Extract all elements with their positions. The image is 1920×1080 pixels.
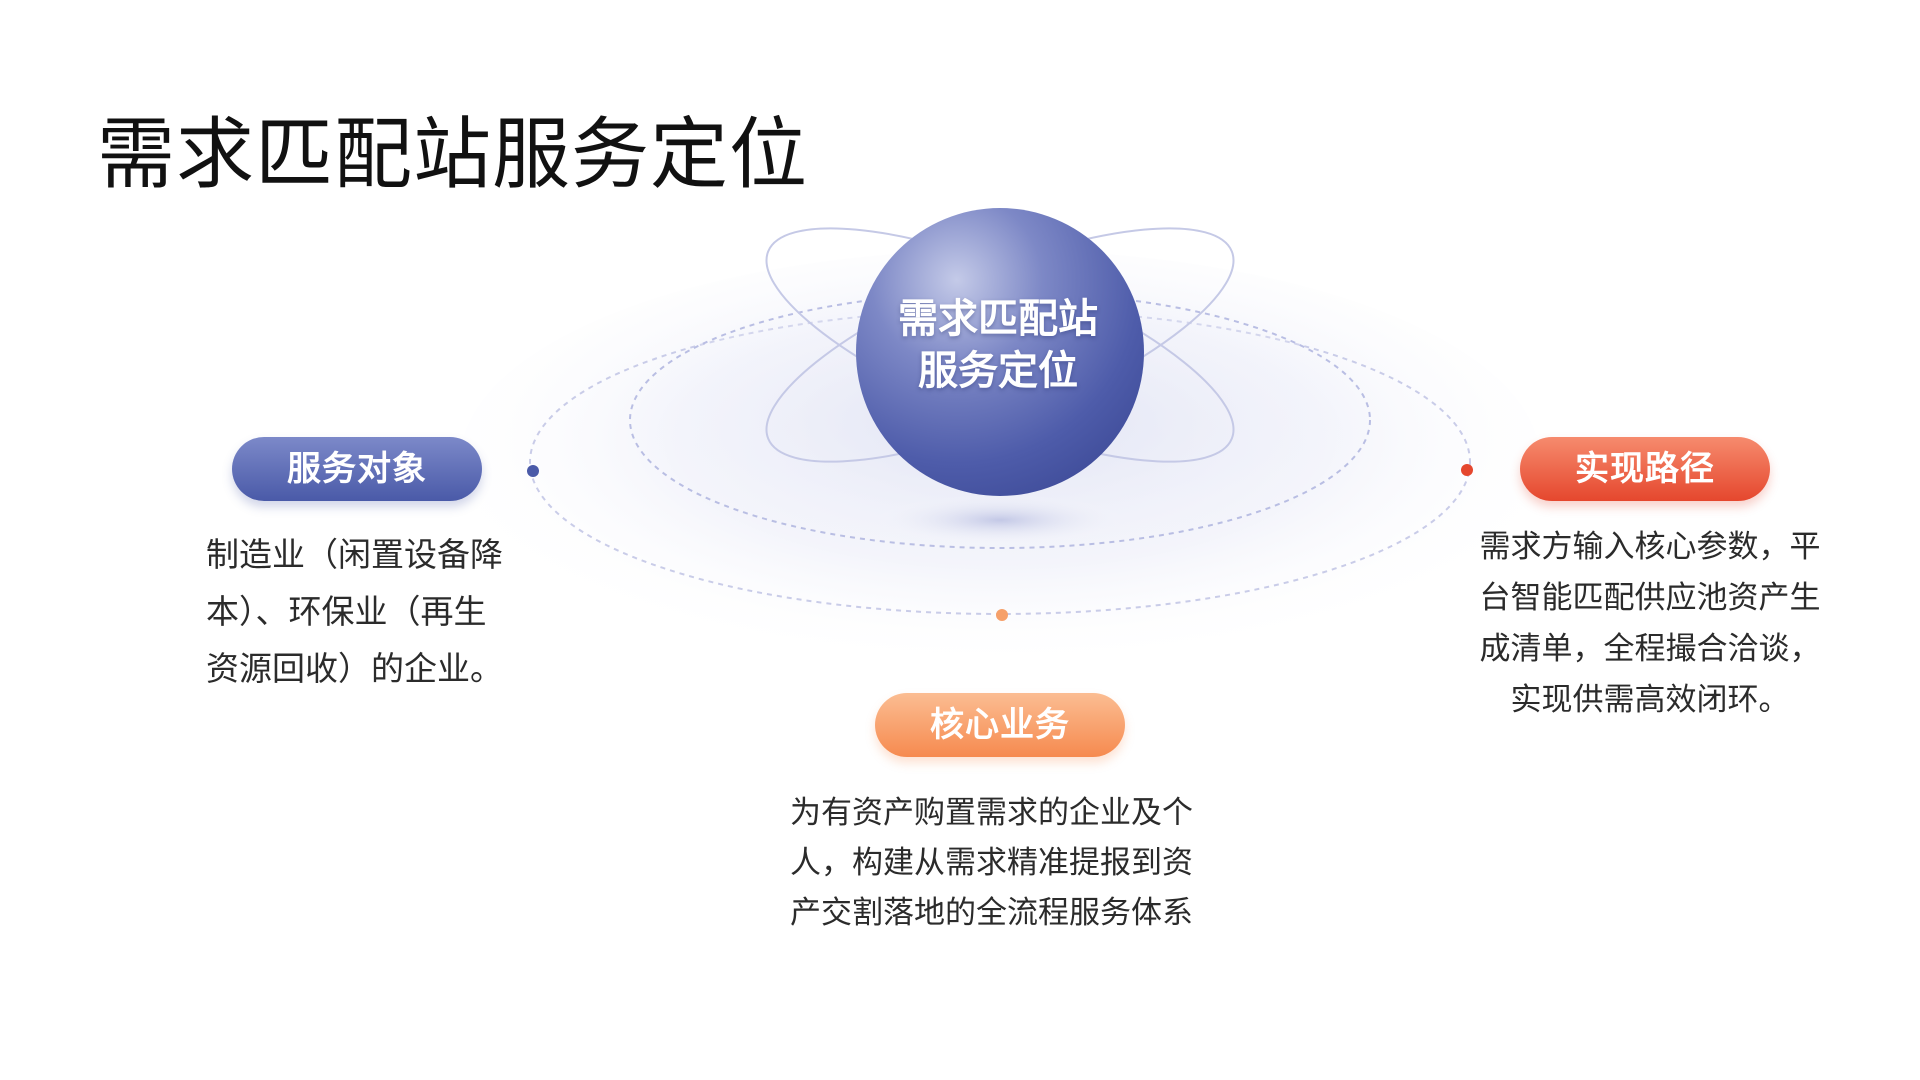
center-label-line: 服务定位 bbox=[918, 348, 1078, 394]
text-line: 资源回收）的企业。 bbox=[206, 649, 503, 688]
dot-path bbox=[1461, 464, 1473, 476]
text-line: 为有资产购置需求的企业及个 bbox=[790, 795, 1193, 831]
dot-service bbox=[527, 465, 539, 477]
core-business-text: 为有资产购置需求的企业及个 人，构建从需求精准提报到资 产交割落地的全流程服务体… bbox=[790, 788, 1193, 938]
service-target-text: 制造业（闲置设备降 本）、环保业（再生 资源回收）的企业。 bbox=[206, 526, 503, 697]
service-target-pill: 服务对象 bbox=[232, 437, 482, 501]
core-business-pill: 核心业务 bbox=[875, 693, 1125, 757]
center-label: 需求匹配站 服务定位 bbox=[858, 293, 1138, 397]
implementation-path-pill: 实现路径 bbox=[1520, 437, 1770, 501]
page-title: 需求匹配站服务定位 bbox=[97, 110, 809, 200]
text-line: 人，构建从需求精准提报到资 bbox=[790, 845, 1193, 881]
text-line: 产交割落地的全流程服务体系 bbox=[790, 895, 1193, 931]
center-label-line: 需求匹配站 bbox=[898, 296, 1098, 342]
text-line: 需求方输入核心参数，平 bbox=[1479, 529, 1821, 565]
text-line: 本）、环保业（再生 bbox=[206, 592, 487, 631]
text-line: 成清单，全程撮合洽谈， bbox=[1479, 631, 1821, 667]
sphere-shadow bbox=[870, 494, 1130, 546]
text-line: 制造业（闲置设备降 bbox=[206, 535, 503, 574]
text-line: 台智能匹配供应池资产生 bbox=[1479, 580, 1821, 616]
implementation-path-text: 需求方输入核心参数，平 台智能匹配供应池资产生 成清单，全程撮合洽谈， 实现供需… bbox=[1465, 522, 1835, 726]
center-sphere bbox=[856, 208, 1144, 496]
dot-core bbox=[996, 609, 1008, 621]
text-line: 实现供需高效闭环。 bbox=[1510, 682, 1790, 718]
